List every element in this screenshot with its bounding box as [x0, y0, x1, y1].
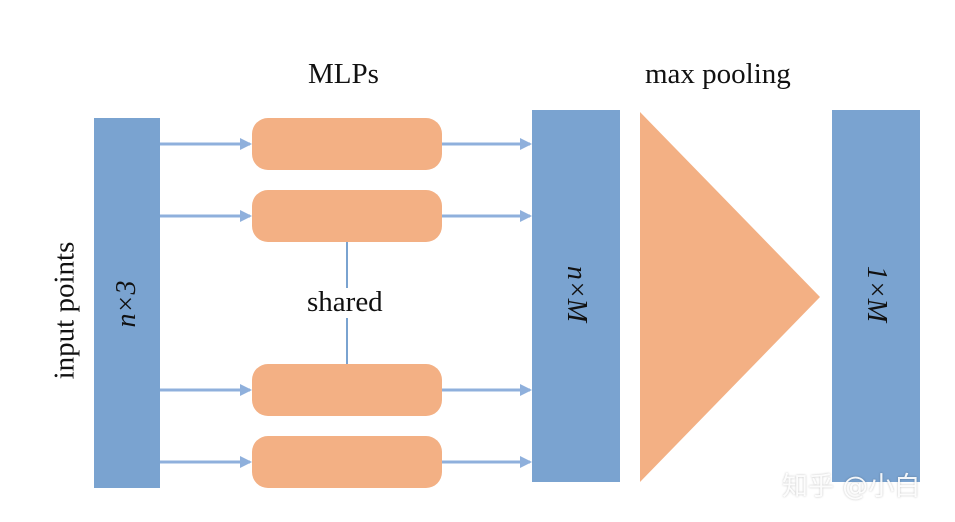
input-points-label: input points — [48, 241, 81, 380]
watermark: 知乎 @小白 — [782, 472, 921, 502]
input-points-block — [94, 118, 160, 488]
mlp-block-4 — [252, 436, 442, 488]
mlp-block-3 — [252, 364, 442, 416]
feature-block-nM — [532, 110, 620, 482]
mlp-block-1 — [252, 118, 442, 170]
max-pooling-triangle — [640, 112, 820, 482]
nM-label: n×M — [561, 265, 592, 323]
mlps-title: MLPs — [308, 58, 379, 90]
shared-label: shared — [307, 286, 383, 318]
n3-label: n×3 — [111, 280, 142, 328]
max-pooling-title: max pooling — [645, 58, 791, 90]
oneM-label: 1×M — [861, 265, 892, 323]
global-feature-block-1M — [832, 110, 920, 482]
mlp-block-2 — [252, 190, 442, 242]
